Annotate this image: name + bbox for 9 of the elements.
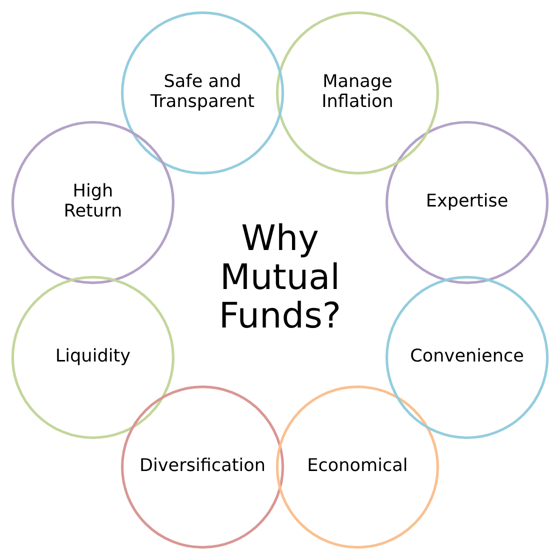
node-circle: Liquidity bbox=[11, 276, 174, 440]
node-circle: Economical bbox=[276, 386, 440, 549]
node-circle: High Return bbox=[11, 120, 174, 284]
node-circle: Expertise bbox=[386, 120, 549, 284]
node-circle: Manage Inflation bbox=[276, 11, 440, 174]
node-circle: Safe and Transparent bbox=[120, 11, 284, 174]
label: Why Mutual Funds? bbox=[218, 218, 342, 336]
node-circle: Convenience bbox=[386, 276, 549, 440]
node-circle: Diversification bbox=[120, 386, 284, 549]
